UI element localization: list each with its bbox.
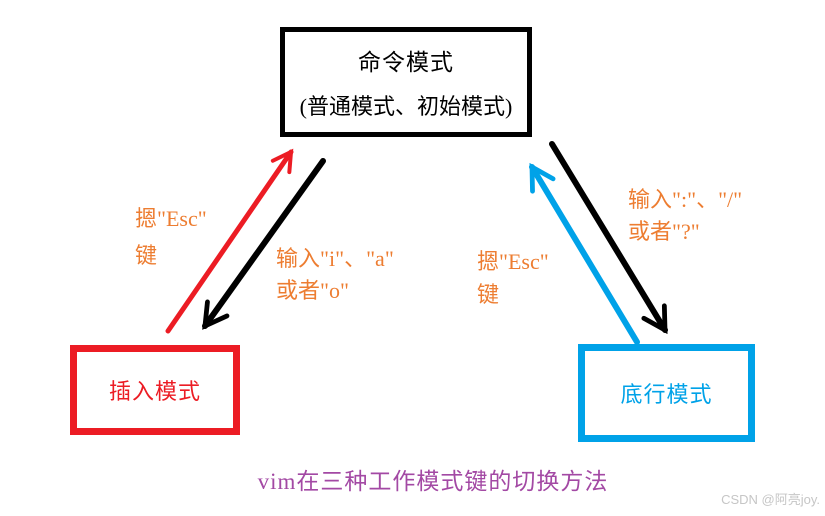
arrow-command-to-lastline — [549, 141, 668, 335]
edge-label-esc-right-line2: 键 — [477, 282, 500, 307]
insert-mode-label: 插入模式 — [108, 379, 201, 404]
edge-label-input-ia-line2: 或者"o" — [276, 278, 349, 303]
command-mode-title: 命令模式 — [358, 50, 454, 76]
edge-label-input-colon-line1: 输入":"、"/" — [628, 187, 743, 212]
arrow-command-to-insert — [202, 158, 326, 330]
edge-label-esc-left-line1: 摁"Esc" — [135, 206, 207, 231]
arrow-lastline-to-command — [529, 162, 640, 345]
insert-mode-box: 插入模式 — [70, 345, 240, 435]
edge-label-input-ia-line1: 输入"i"、"a" — [276, 246, 394, 271]
edge-label-esc-right: 摁"Esc" 键 — [477, 245, 549, 311]
arrow-insert-to-command — [165, 148, 294, 334]
edge-label-input-ia: 输入"i"、"a" 或者"o" — [276, 243, 394, 307]
edge-label-esc-left-line2: 键 — [135, 243, 158, 268]
last-line-mode-label: 底行模式 — [620, 382, 713, 407]
edge-label-esc-left: 摁"Esc" 键 — [135, 200, 207, 274]
csdn-watermark: CSDN @阿亮joy. — [721, 492, 820, 507]
command-mode-box: 命令模式 (普通模式、初始模式) — [280, 27, 532, 137]
edge-label-esc-right-line1: 摁"Esc" — [477, 249, 549, 274]
command-mode-subtitle: (普通模式、初始模式) — [299, 93, 513, 119]
last-line-mode-box: 底行模式 — [578, 344, 755, 442]
diagram-caption: vim在三种工作模式键的切换方法 — [257, 469, 609, 494]
edge-label-input-colon-line2: 或者"?" — [628, 219, 700, 244]
edge-label-input-colon: 输入":"、"/" 或者"?" — [628, 184, 742, 248]
